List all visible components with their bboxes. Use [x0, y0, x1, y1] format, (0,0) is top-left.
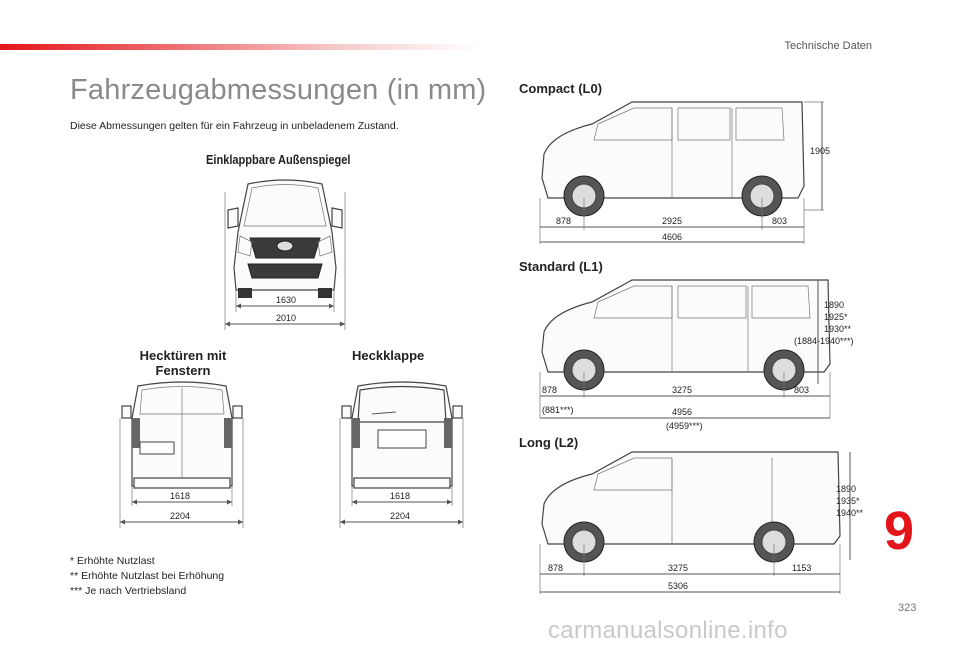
page-title: Fahrzeugabmessungen (in mm)	[70, 74, 487, 106]
standard-length-alt: (4959***)	[666, 421, 703, 431]
section-label: Technische Daten	[784, 40, 872, 52]
long-height-1: 1890	[836, 484, 856, 494]
standard-front-overhang-alt: (881***)	[542, 405, 574, 415]
page-subtitle: Diese Abmessungen gelten für ein Fahrzeu…	[70, 120, 399, 132]
long-front-overhang: 878	[548, 563, 563, 573]
compact-height: 1905	[810, 146, 830, 156]
long-length: 5306	[668, 581, 688, 591]
chapter-number: 9	[884, 501, 915, 561]
compact-wheelbase: 2925	[662, 216, 682, 226]
long-height-3: 1940**	[836, 508, 864, 518]
compact-rear-overhang: 803	[772, 216, 787, 226]
footnote-3: *** Je nach Vertriebsland	[70, 585, 187, 597]
front-view-diagram: 1630 2010	[224, 179, 346, 330]
page-number: 323	[898, 602, 917, 614]
front-width-body: 1630	[276, 295, 296, 305]
standard-height-4: (1884-1940***)	[794, 336, 854, 346]
standard-rear-overhang: 803	[794, 385, 809, 395]
tailgate-width-outer: 2204	[390, 511, 410, 521]
long-side-diagram: 878 3275 1153 5306 1890 1935* 1940**	[539, 451, 864, 594]
standard-height-3: 1930**	[824, 324, 852, 334]
compact-length: 4606	[662, 232, 682, 242]
footnote-2: ** Erhöhte Nutzlast bei Erhöhung	[70, 570, 225, 582]
long-wheelbase: 3275	[668, 563, 688, 573]
compact-side-diagram: 878 2925 803 4606 1905	[539, 101, 830, 244]
standard-title: Standard (L1)	[519, 259, 603, 274]
standard-length: 4956	[672, 407, 692, 417]
standard-wheelbase: 3275	[672, 385, 692, 395]
standard-side-diagram: 878 (881***) 3275 803 4956 (4959***) 189…	[539, 279, 854, 431]
rear-doors-diagram: 1618 2204	[119, 381, 244, 528]
long-title: Long (L2)	[519, 435, 579, 450]
rear-doors-title: Hecktüren mit Fenstern	[139, 348, 227, 378]
tailgate-diagram: 1618 2204	[339, 381, 464, 528]
rear-doors-width-inner: 1618	[170, 491, 190, 501]
front-view-title: Einklappbare Außenspiegel	[206, 152, 351, 167]
long-height-2: 1935*	[836, 496, 860, 506]
standard-height-2: 1925*	[824, 312, 848, 322]
compact-title: Compact (L0)	[519, 81, 603, 96]
compact-front-overhang: 878	[556, 216, 571, 226]
front-width-mirrors: 2010	[276, 313, 296, 323]
watermark: carmanualsonline.info	[548, 617, 788, 644]
standard-height-1: 1890	[824, 300, 844, 310]
header-accent-bar	[0, 44, 480, 50]
standard-front-overhang: 878	[542, 385, 557, 395]
footnotes: * Erhöhte Nutzlast ** Erhöhte Nutzlast b…	[70, 554, 224, 599]
footnote-1: * Erhöhte Nutzlast	[70, 555, 155, 567]
long-rear-overhang: 1153	[792, 563, 811, 573]
tailgate-width-inner: 1618	[390, 491, 410, 501]
tailgate-title: Heckklappe	[352, 348, 425, 363]
rear-doors-width-outer: 2204	[170, 511, 190, 521]
